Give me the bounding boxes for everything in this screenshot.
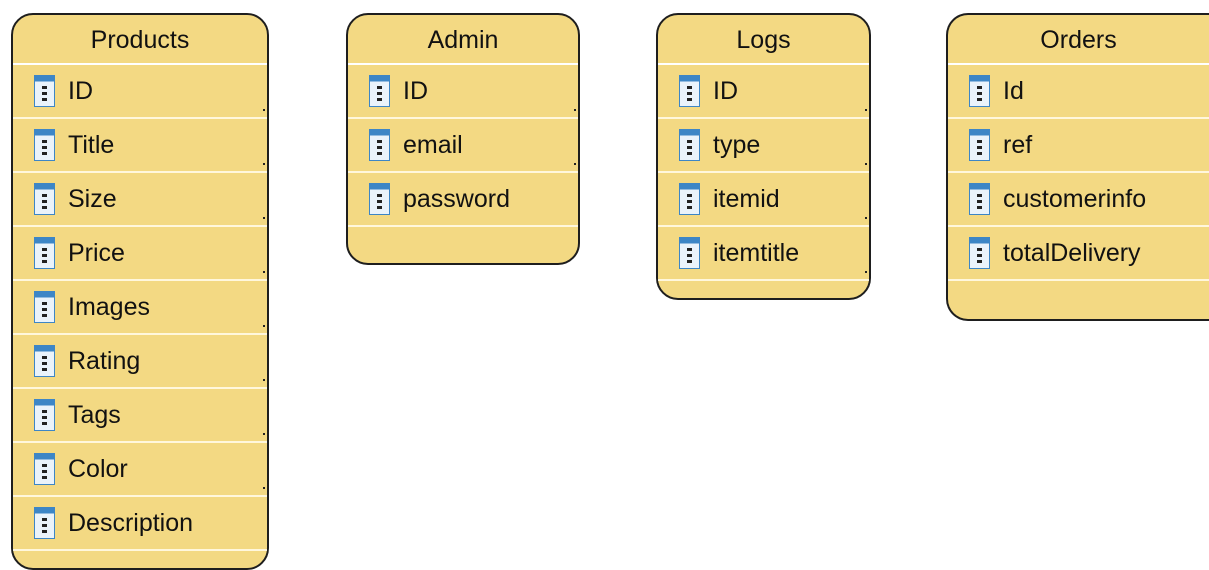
attribute-row[interactable]: customerinfo bbox=[948, 173, 1209, 227]
column-icon bbox=[34, 345, 55, 377]
attribute-list: Id ref customerinfo totalDelivery bbox=[948, 65, 1209, 281]
attribute-row[interactable]: email bbox=[348, 119, 578, 173]
column-icon bbox=[34, 237, 55, 269]
column-icon bbox=[34, 291, 55, 323]
attribute-row[interactable]: Size bbox=[13, 173, 267, 227]
row-marker bbox=[574, 109, 576, 111]
entity-products[interactable]: Products ID Title Size Price Images bbox=[11, 13, 269, 570]
attribute-name: Title bbox=[68, 130, 115, 159]
attribute-row[interactable]: Id bbox=[948, 65, 1209, 119]
column-icon bbox=[34, 507, 55, 539]
attribute-name: Tags bbox=[68, 400, 121, 429]
attribute-name: ID bbox=[713, 76, 738, 105]
column-icon bbox=[34, 129, 55, 161]
entity-admin[interactable]: Admin ID email password bbox=[346, 13, 580, 265]
entity-title: Products bbox=[13, 15, 267, 65]
attribute-name: ID bbox=[68, 76, 93, 105]
row-marker bbox=[263, 163, 265, 165]
attribute-list: ID type itemid itemtitle bbox=[658, 65, 869, 281]
attribute-name: password bbox=[403, 184, 510, 213]
row-marker bbox=[865, 163, 867, 165]
column-icon bbox=[34, 399, 55, 431]
entity-title: Logs bbox=[658, 15, 869, 65]
row-marker bbox=[263, 325, 265, 327]
attribute-row[interactable]: totalDelivery bbox=[948, 227, 1209, 281]
attribute-name: Description bbox=[68, 508, 194, 537]
row-marker bbox=[263, 217, 265, 219]
row-marker bbox=[263, 379, 265, 381]
row-marker bbox=[865, 217, 867, 219]
attribute-name: Size bbox=[68, 184, 117, 213]
column-icon bbox=[969, 129, 990, 161]
row-marker bbox=[263, 487, 265, 489]
attribute-name: ID bbox=[403, 76, 428, 105]
attribute-row[interactable]: ID bbox=[658, 65, 869, 119]
attribute-row[interactable]: ID bbox=[348, 65, 578, 119]
column-icon bbox=[369, 183, 390, 215]
column-icon bbox=[969, 183, 990, 215]
column-icon bbox=[679, 129, 700, 161]
attribute-row[interactable]: itemtitle bbox=[658, 227, 869, 281]
attribute-name: Color bbox=[68, 454, 128, 483]
attribute-name: totalDelivery bbox=[1003, 238, 1141, 267]
row-marker bbox=[263, 271, 265, 273]
attribute-name: customerinfo bbox=[1003, 184, 1147, 213]
column-icon bbox=[369, 75, 390, 107]
attribute-row[interactable]: ID bbox=[13, 65, 267, 119]
column-icon bbox=[679, 183, 700, 215]
attribute-row[interactable]: Rating bbox=[13, 335, 267, 389]
attribute-row[interactable]: ref bbox=[948, 119, 1209, 173]
attribute-list: ID Title Size Price Images Rating bbox=[13, 65, 267, 551]
attribute-row[interactable]: Description bbox=[13, 497, 267, 551]
column-icon bbox=[369, 129, 390, 161]
column-icon bbox=[34, 75, 55, 107]
column-icon bbox=[34, 183, 55, 215]
attribute-name: Price bbox=[68, 238, 125, 267]
attribute-name: type bbox=[713, 130, 761, 159]
column-icon bbox=[969, 237, 990, 269]
attribute-name: itemid bbox=[713, 184, 780, 213]
attribute-row[interactable]: itemid bbox=[658, 173, 869, 227]
attribute-row[interactable]: Images bbox=[13, 281, 267, 335]
attribute-name: itemtitle bbox=[713, 238, 800, 267]
row-marker bbox=[574, 163, 576, 165]
attribute-name: Rating bbox=[68, 346, 141, 375]
entity-logs[interactable]: Logs ID type itemid itemtitle bbox=[656, 13, 871, 300]
row-marker bbox=[865, 109, 867, 111]
entity-orders[interactable]: Orders Id ref customerinfo totalDelivery bbox=[946, 13, 1209, 321]
attribute-row[interactable]: password bbox=[348, 173, 578, 227]
entity-title: Orders bbox=[948, 15, 1209, 65]
attribute-row[interactable]: Tags bbox=[13, 389, 267, 443]
column-icon bbox=[969, 75, 990, 107]
attribute-list: ID email password bbox=[348, 65, 578, 227]
attribute-name: ref bbox=[1003, 130, 1033, 159]
row-marker bbox=[263, 433, 265, 435]
column-icon bbox=[34, 453, 55, 485]
attribute-row[interactable]: type bbox=[658, 119, 869, 173]
attribute-name: Id bbox=[1003, 76, 1024, 105]
entity-title: Admin bbox=[348, 15, 578, 65]
row-marker bbox=[865, 271, 867, 273]
attribute-name: Images bbox=[68, 292, 150, 321]
attribute-row[interactable]: Color bbox=[13, 443, 267, 497]
attribute-row[interactable]: Title bbox=[13, 119, 267, 173]
attribute-name: email bbox=[403, 130, 463, 159]
row-marker bbox=[263, 109, 265, 111]
attribute-row[interactable]: Price bbox=[13, 227, 267, 281]
column-icon bbox=[679, 75, 700, 107]
column-icon bbox=[679, 237, 700, 269]
